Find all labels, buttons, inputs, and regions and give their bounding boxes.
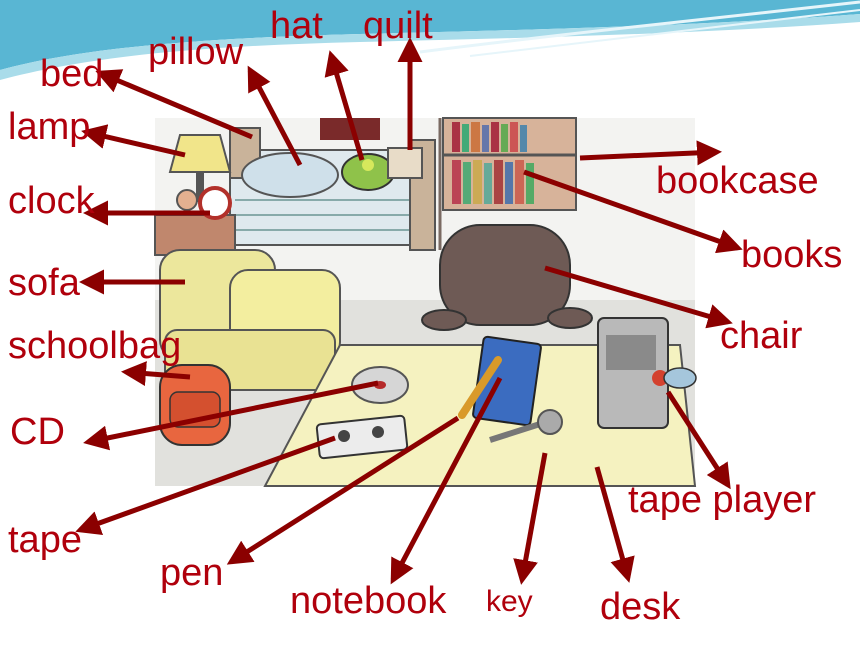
pillow-drawing: [241, 152, 339, 198]
quilt-drawing: [387, 147, 423, 179]
pointer-arrows: [75, 37, 743, 585]
arrow-pen: [226, 415, 460, 565]
tape-player-drawing: [597, 317, 697, 429]
label-tape-player: tape player: [628, 479, 817, 521]
bookcase-drawing: [442, 117, 577, 211]
arrow-pillow: [247, 65, 303, 167]
label-desk: desk: [600, 586, 681, 628]
label-hat: hat: [270, 5, 323, 47]
label-lamp: lamp: [8, 106, 91, 148]
bedroom-illustration: [154, 117, 697, 487]
hat-drawing: [341, 153, 395, 191]
arrow-tape-player: [665, 390, 731, 490]
lamp-drawing: [168, 134, 232, 202]
label-notebook: notebook: [290, 580, 447, 622]
arrow-key: [513, 452, 548, 585]
arrow-notebook: [390, 376, 503, 585]
arrow-cd: [83, 380, 379, 451]
cd-drawing: [351, 366, 409, 404]
arrow-hat: [324, 50, 365, 161]
label-books: books: [741, 234, 843, 276]
key-drawing: [489, 409, 563, 443]
label-bookcase: bookcase: [656, 160, 819, 202]
label-cd: CD: [10, 411, 65, 453]
pen-drawing: [458, 356, 502, 419]
label-key: key: [486, 585, 533, 618]
label-tape: tape: [8, 519, 82, 561]
label-pillow: pillow: [148, 31, 244, 73]
label-clock: clock: [8, 180, 95, 222]
arrow-bed: [95, 69, 253, 140]
label-pen: pen: [160, 552, 224, 594]
chair-drawing: [421, 224, 593, 331]
arrow-desk: [594, 466, 635, 583]
arrow-chair: [544, 265, 733, 329]
label-bed: bed: [40, 53, 104, 95]
arrow-tape: [75, 435, 336, 535]
label-schoolbag: schoolbag: [8, 325, 182, 367]
label-quilt: quilt: [363, 5, 433, 47]
header-banner: [0, 0, 860, 80]
arrow-schoolbag: [121, 361, 191, 387]
notebook-drawing: [472, 335, 542, 427]
arrow-lamp: [81, 124, 186, 158]
tape-drawing: [315, 414, 409, 460]
label-chair: chair: [720, 315, 803, 357]
arrow-bookcase: [579, 140, 722, 166]
arrow-books: [523, 169, 743, 254]
label-sofa: sofa: [8, 262, 80, 304]
